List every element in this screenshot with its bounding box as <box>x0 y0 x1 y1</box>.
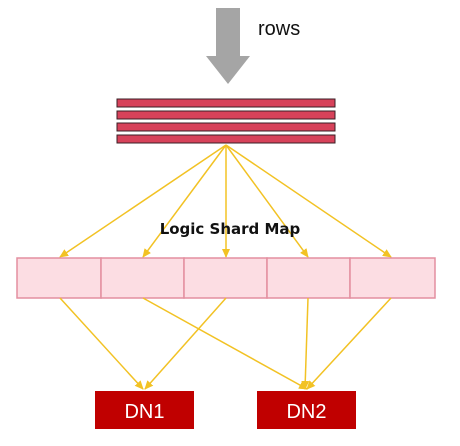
shard-cell <box>100 257 185 299</box>
connector-arrow <box>142 297 308 390</box>
rows-to-shards-connectors <box>59 144 392 258</box>
logic-shard-map-title: Logic Shard Map <box>160 220 301 238</box>
connector-arrow <box>306 297 392 390</box>
shard-cell <box>16 257 102 299</box>
data-node-dn2: DN2 <box>257 391 356 429</box>
dn2-label: DN2 <box>286 401 326 423</box>
connector-arrow <box>144 297 227 390</box>
connector-arrow <box>225 144 309 258</box>
rows-label: rows <box>258 18 300 40</box>
shard-cell <box>349 257 436 299</box>
connector-arrow <box>301 297 310 390</box>
dn2-box <box>257 391 356 429</box>
row-stripe <box>116 110 336 120</box>
shard-cell <box>266 257 351 299</box>
incoming-rows-arrow <box>206 8 250 84</box>
logic-shard-map <box>16 257 436 299</box>
connector-arrow <box>142 144 227 258</box>
connector-arrow <box>59 297 144 390</box>
shard-cell <box>183 257 268 299</box>
shards-to-nodes-connectors <box>59 297 392 390</box>
connector-arrow <box>225 144 392 258</box>
row-stripe <box>116 122 336 132</box>
dn1-box <box>95 391 194 429</box>
data-node-dn1: DN1 <box>95 391 194 429</box>
dn1-label: DN1 <box>124 401 164 423</box>
row-stripe <box>116 134 336 144</box>
row-stripe <box>116 98 336 108</box>
row-stack <box>116 98 336 144</box>
connector-arrow <box>59 144 227 258</box>
